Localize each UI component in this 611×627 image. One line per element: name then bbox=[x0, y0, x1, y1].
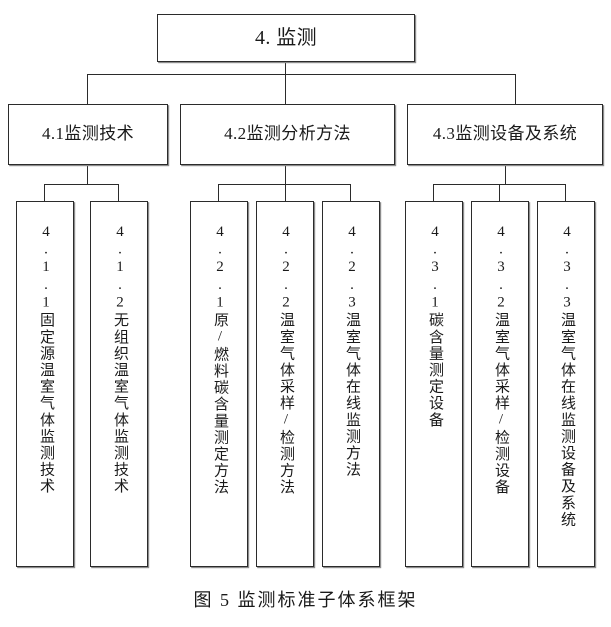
connector-level2-bus bbox=[87, 74, 516, 76]
node-leaf-4-1-2-label: 4.1.2无组织温室气体监测技术 bbox=[111, 224, 128, 495]
node-leaf-4-1-1[interactable]: 4.1.1固定源温室气体监测技术 bbox=[16, 201, 74, 567]
figure-caption: 图 5 监测标准子体系框架 bbox=[193, 590, 418, 610]
node-leaf-4-2-3-label: 4.2.3温室气体在线监测方法 bbox=[343, 224, 360, 478]
connector-branch-1-bus bbox=[44, 184, 119, 186]
connector-branch-3-stem bbox=[505, 165, 507, 185]
connector-branch-1-leaf-1 bbox=[44, 184, 46, 201]
connector-drop-branch-1 bbox=[87, 74, 89, 104]
node-leaf-4-2-2[interactable]: 4.2.2温室气体采样/检测方法 bbox=[256, 201, 314, 567]
node-leaf-4-3-1[interactable]: 4.3.1碳含量测定设备 bbox=[405, 201, 463, 567]
node-branch-1-label: 4.1监测技术 bbox=[41, 124, 135, 144]
node-branch-1[interactable]: 4.1监测技术 bbox=[8, 104, 168, 165]
node-leaf-4-2-1[interactable]: 4.2.1原/燃料碳含量测定方法 bbox=[190, 201, 248, 567]
node-leaf-4-3-3-label: 4.3.3温室气体在线监测设备及系统 bbox=[558, 224, 575, 528]
node-leaf-4-3-2-label: 4.3.2温室气体采样/检测设备 bbox=[492, 224, 509, 496]
connector-branch-3-leaf-2 bbox=[499, 184, 501, 201]
node-branch-3[interactable]: 4.3监测设备及系统 bbox=[407, 104, 603, 165]
node-leaf-4-3-3[interactable]: 4.3.3温室气体在线监测设备及系统 bbox=[537, 201, 595, 567]
node-leaf-4-2-3[interactable]: 4.2.3温室气体在线监测方法 bbox=[322, 201, 380, 567]
node-leaf-4-2-2-label: 4.2.2温室气体采样/检测方法 bbox=[277, 224, 294, 496]
connector-branch-2-stem bbox=[285, 165, 287, 185]
connector-drop-branch-2 bbox=[285, 74, 287, 104]
node-leaf-4-1-2[interactable]: 4.1.2无组织温室气体监测技术 bbox=[90, 201, 148, 567]
connector-branch-2-leaf-2 bbox=[285, 184, 287, 201]
node-branch-2[interactable]: 4.2监测分析方法 bbox=[180, 104, 395, 165]
connector-branch-1-leaf-2 bbox=[118, 184, 120, 201]
connector-branch-3-leaf-3 bbox=[565, 184, 567, 201]
node-leaf-4-3-2[interactable]: 4.3.2温室气体采样/检测设备 bbox=[471, 201, 529, 567]
node-root[interactable]: 4. 监测 bbox=[157, 14, 415, 62]
connector-drop-branch-3 bbox=[515, 74, 517, 104]
node-root-label: 4. 监测 bbox=[255, 26, 317, 49]
node-branch-3-label: 4.3监测设备及系统 bbox=[432, 124, 578, 144]
node-leaf-4-2-1-label: 4.2.1原/燃料碳含量测定方法 bbox=[211, 224, 228, 496]
connector-branch-2-leaf-1 bbox=[218, 184, 220, 201]
node-leaf-4-3-1-label: 4.3.1碳含量测定设备 bbox=[426, 224, 443, 429]
connector-branch-1-stem bbox=[87, 165, 89, 185]
connector-branch-2-bus bbox=[218, 184, 351, 186]
node-branch-2-label: 4.2监测分析方法 bbox=[224, 124, 351, 144]
node-leaf-4-1-1-label: 4.1.1固定源温室气体监测技术 bbox=[37, 224, 54, 495]
connector-branch-3-leaf-1 bbox=[433, 184, 435, 201]
connector-branch-2-leaf-3 bbox=[350, 184, 352, 201]
